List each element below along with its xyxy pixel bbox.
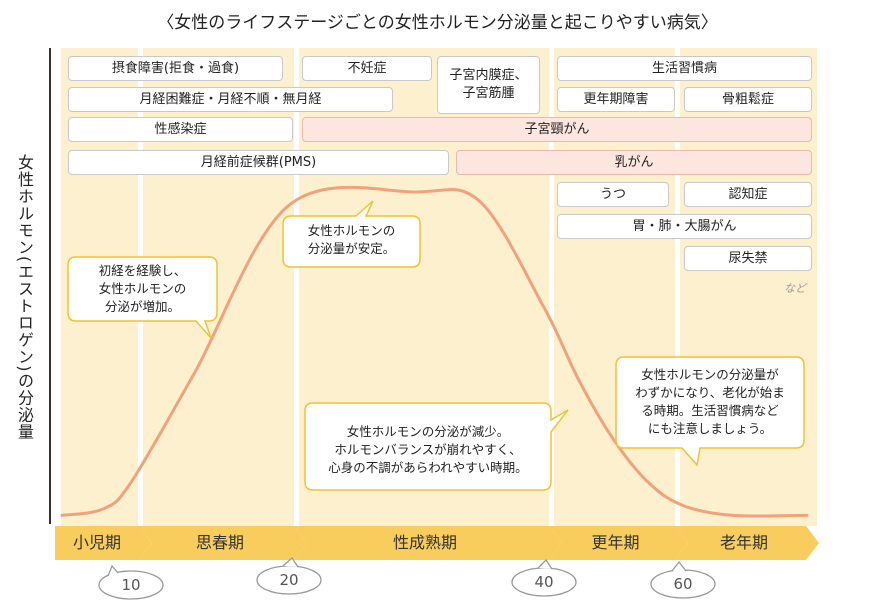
age-marker-10 <box>98 564 164 600</box>
stage-arrow-maturity <box>294 526 562 560</box>
age-label-20: 20 <box>279 571 299 589</box>
disease-box: 摂食障害(拒食・過食) <box>68 56 283 81</box>
disease-box: 乳がん <box>456 150 812 175</box>
y-axis <box>49 48 51 524</box>
age-marker-60 <box>650 560 716 599</box>
disease-box: 性感染症 <box>68 117 293 142</box>
age-marker-20 <box>256 557 322 595</box>
age-label-40: 40 <box>534 573 554 591</box>
disease-box: 尿失禁 <box>684 246 812 271</box>
age-label-10: 10 <box>121 576 141 594</box>
stage-arrow-puberty <box>139 526 307 560</box>
note-etc: など <box>784 282 806 295</box>
disease-box: 不妊症 <box>302 56 432 81</box>
stage-label-menopause: 更年期 <box>591 533 640 552</box>
stage-arrow-childhood <box>55 526 152 560</box>
annotation-puberty: 初経を経験し、 女性ホルモンの 分泌が増加。 <box>98 263 187 315</box>
bubble-outline <box>282 200 421 268</box>
annotation-senescence: 女性ホルモンの分泌量が わずかになり、老化が始ま る時期。生活習慣病など にも注… <box>635 367 785 437</box>
disease-box: 骨粗鬆症 <box>684 87 812 112</box>
band-divider <box>549 48 554 526</box>
y-axis-label: 女性ホルモン(エストロゲン)の分泌量 <box>15 154 34 441</box>
hormone-curve <box>60 185 809 518</box>
bubble-outline <box>615 356 805 467</box>
age-marker-40 <box>511 558 577 597</box>
annotation-menopause: 女性ホルモンの分泌が減少。 ホルモンバランスが崩れやすく、 心身の不調があらわれ… <box>328 424 528 476</box>
band-divider <box>294 48 299 526</box>
age-label-60: 60 <box>673 575 693 593</box>
bubble-outline <box>304 402 569 491</box>
disease-box: 認知症 <box>684 182 812 207</box>
disease-box: 生活習慣病 <box>557 56 812 81</box>
bubble-outline <box>67 256 218 339</box>
band-divider <box>675 48 680 526</box>
chart-title: 〈女性のライフステージごとの女性ホルモン分泌量と起こりやすい病気〉 <box>157 13 718 33</box>
stage-arrow-senescence <box>675 526 819 560</box>
disease-box: 月経困難症・月経不順・無月経 <box>68 87 393 112</box>
stage-label-childhood: 小児期 <box>72 533 121 552</box>
stage-label-maturity: 性成熟期 <box>392 533 457 552</box>
disease-box: 子宮頸がん <box>302 117 812 142</box>
stage-label-puberty: 思春期 <box>195 533 244 552</box>
disease-box: 月経前症候群(PMS) <box>68 150 449 175</box>
disease-box: うつ <box>557 182 669 207</box>
stage-label-senescence: 老年期 <box>719 533 768 552</box>
disease-box: 更年期障害 <box>557 87 675 112</box>
stage-arrow-menopause <box>549 526 688 560</box>
disease-box: 子宮内膜症、 子宮筋腫 <box>437 56 540 114</box>
disease-box: 胃・肺・大腸がん <box>557 214 812 239</box>
annotation-maturity: 女性ホルモンの 分泌量が安定。 <box>307 223 396 257</box>
